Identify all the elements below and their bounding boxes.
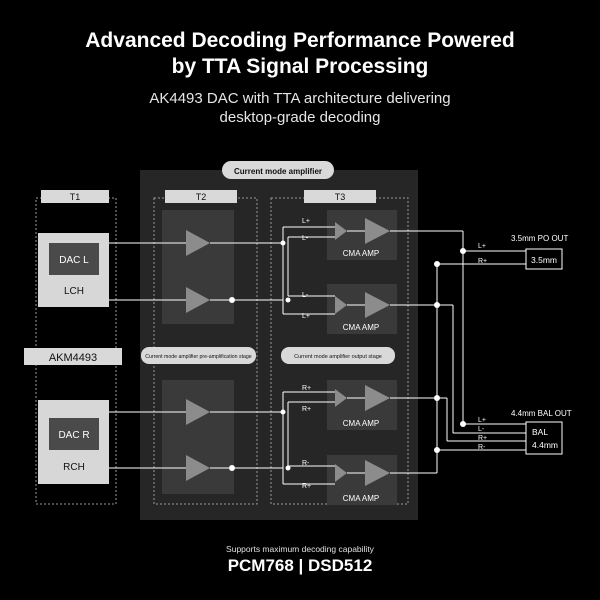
cma3-pin-2: R+ bbox=[302, 406, 311, 413]
t2-amp-2 bbox=[186, 287, 210, 313]
t2-amp-4 bbox=[186, 455, 210, 481]
t2-amp-3 bbox=[186, 399, 210, 425]
stage-t3-label: T3 bbox=[335, 192, 346, 202]
pre-amp-stage-pill bbox=[141, 347, 256, 364]
output-stage-label: Current mode amplifier output stage bbox=[294, 354, 382, 360]
cma-block-3 bbox=[327, 380, 397, 430]
t2-block-right bbox=[162, 380, 234, 494]
out-44-title: 4.4mm BAL OUT bbox=[511, 409, 572, 418]
top-label: Current mode amplifier bbox=[234, 167, 322, 176]
out-44-jack-label-2: 4.4mm bbox=[532, 440, 558, 450]
cma4-pin-2: R+ bbox=[302, 483, 311, 490]
t2-amp-1 bbox=[186, 230, 210, 256]
dac-right-chip-label: DAC R bbox=[58, 430, 89, 441]
cma1-pin-1: L+ bbox=[302, 218, 310, 225]
dac-right-channel-label: RCH bbox=[63, 462, 85, 473]
t2-block-left bbox=[162, 210, 234, 324]
out-44-pin-3: R+ bbox=[478, 435, 487, 442]
cma-label-4: CMA AMP bbox=[343, 494, 379, 503]
junction-dots bbox=[229, 240, 466, 471]
out-44-pin-4: R- bbox=[478, 444, 486, 451]
stage-t2-tab bbox=[165, 190, 237, 203]
cma-small-amp-4 bbox=[335, 464, 347, 482]
cma-small-amp-3 bbox=[335, 389, 347, 407]
dac-left-chip bbox=[49, 243, 99, 275]
output-stage-pill bbox=[281, 347, 395, 364]
out-44-pin-2: L- bbox=[478, 426, 485, 433]
pre-amp-stage-label: Current mode amplifier pre-amplification… bbox=[145, 354, 252, 360]
out-35-pin-2: R+ bbox=[478, 258, 487, 265]
stage-t2-label: T2 bbox=[196, 192, 207, 202]
subtitle-line-1: AK4493 DAC with TTA architecture deliver… bbox=[149, 90, 451, 107]
cma-label-1: CMA AMP bbox=[343, 249, 379, 258]
page-subtitle: AK4493 DAC with TTA architecture deliver… bbox=[0, 89, 600, 127]
cma-small-amp-2 bbox=[335, 296, 347, 314]
stage-t1-label: T1 bbox=[70, 192, 81, 202]
akm-chip-tab bbox=[24, 348, 122, 365]
cma2-pin-2: L+ bbox=[302, 313, 310, 320]
title-line-2: by TTA Signal Processing bbox=[171, 55, 429, 78]
cma-big-amp-3 bbox=[365, 385, 390, 411]
cma-big-amp-4 bbox=[365, 460, 390, 486]
cma-block-4 bbox=[327, 455, 397, 505]
subtitle-line-2: desktop-grade decoding bbox=[219, 109, 381, 126]
out-44-jack-box bbox=[525, 421, 563, 455]
cma-small-amp-1 bbox=[335, 222, 347, 240]
out-35-jack-label: 3.5mm bbox=[531, 255, 557, 265]
cma-label-2: CMA AMP bbox=[343, 323, 379, 332]
out-44-pin-1: L+ bbox=[478, 417, 486, 424]
out-44-jack-label-1: BAL bbox=[532, 427, 548, 437]
out-35-pin-1: L+ bbox=[478, 243, 486, 250]
cma2-pin-1: L- bbox=[302, 292, 309, 299]
cma1-pin-2: L- bbox=[302, 235, 309, 242]
dac-left-channel-label: LCH bbox=[64, 286, 84, 297]
stage-t1-tab bbox=[41, 190, 109, 203]
top-label-pill bbox=[222, 161, 334, 179]
footer-note: Supports maximum decoding capability bbox=[226, 544, 374, 554]
out-35-title: 3.5mm PO OUT bbox=[511, 234, 568, 243]
dac-right-chip bbox=[49, 418, 99, 450]
dac-left-chip-label: DAC L bbox=[59, 255, 89, 266]
cma-big-amp-2 bbox=[365, 292, 390, 318]
footer-spec: PCM768 | DSD512 bbox=[227, 556, 373, 575]
out-35-jack-box bbox=[525, 248, 563, 270]
wiring bbox=[109, 226, 526, 485]
cma3-pin-1: R+ bbox=[302, 385, 311, 392]
title-line-1: Advanced Decoding Performance Powered bbox=[85, 29, 515, 52]
stage-t3-tab bbox=[304, 190, 376, 203]
akm-chip-label: AKM4493 bbox=[49, 352, 97, 364]
page-title: Advanced Decoding Performance Powered by… bbox=[0, 28, 600, 80]
cma-big-amp-1 bbox=[365, 218, 390, 244]
cma-label-3: CMA AMP bbox=[343, 419, 379, 428]
cma4-pin-1: R- bbox=[302, 460, 310, 467]
